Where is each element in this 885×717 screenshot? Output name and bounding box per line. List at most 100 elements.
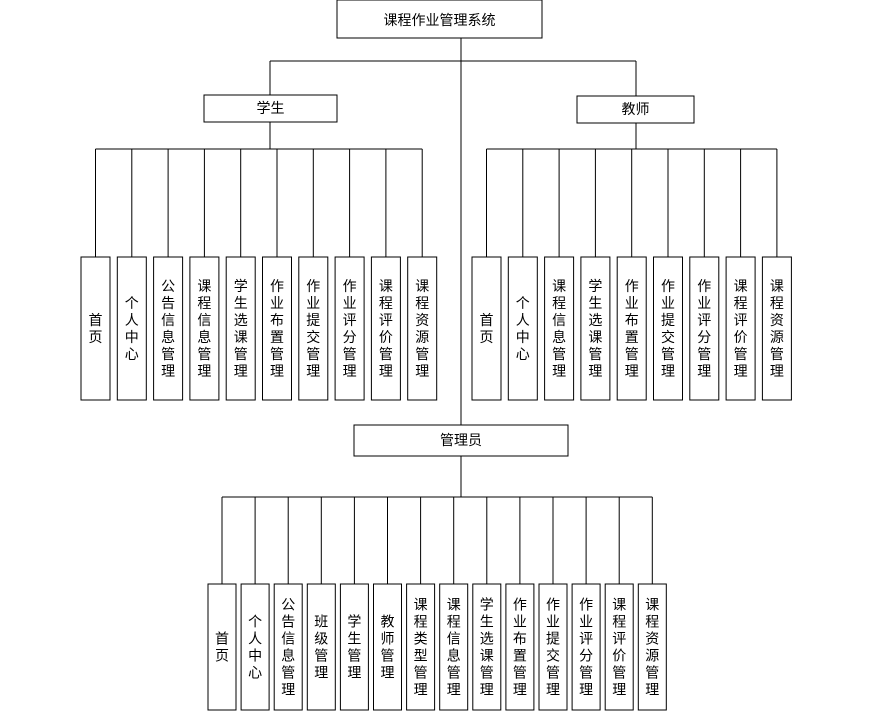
- admin-module-node: 课程信息管理: [439, 583, 469, 711]
- student-module-box: [298, 256, 329, 401]
- teacher-module-label: 作业布置管理: [625, 279, 639, 380]
- admin-module-node: 作业布置管理: [505, 583, 535, 711]
- student-module-node: 首页: [80, 256, 111, 401]
- student-module-box: [262, 256, 292, 401]
- student-module-label: 课程信息管理: [197, 279, 211, 380]
- admin-module-label: 学生选课管理: [480, 598, 494, 699]
- student-module-box: [153, 256, 184, 401]
- student-module-box: [189, 256, 220, 401]
- admin-module-box: [273, 583, 303, 711]
- teacher-module-node: 作业评分管理: [689, 256, 720, 401]
- teacher-module-box: [653, 256, 683, 401]
- student-module-node: 作业布置管理: [262, 256, 292, 401]
- role-node-teacher: 教师: [576, 95, 695, 124]
- teacher-module-box: [761, 256, 792, 401]
- student-module-label: 作业布置管理: [270, 279, 284, 380]
- admin-module-label: 公告信息管理: [281, 598, 295, 699]
- student-module-label: 作业评分管理: [343, 279, 357, 380]
- student-module-box: [370, 256, 401, 401]
- admin-module-node: 作业提交管理: [538, 583, 568, 711]
- teacher-module-label: 学生选课管理: [588, 279, 602, 380]
- teacher-module-node: 课程评价管理: [725, 256, 756, 401]
- teacher-module-node: 个人中心: [507, 256, 538, 401]
- student-module-box: [116, 256, 147, 401]
- teacher-module-label: 首页: [480, 313, 494, 346]
- student-module-label: 公告信息管理: [161, 279, 175, 380]
- teacher-module-label: 课程评价管理: [734, 279, 748, 380]
- admin-module-node: 课程评价管理: [604, 583, 634, 711]
- admin-module-node: 教师管理: [373, 583, 402, 711]
- admin-module-box: [538, 583, 568, 711]
- student-module-box: [407, 256, 438, 401]
- admin-module-box: [207, 583, 237, 711]
- admin-module-box: [637, 583, 667, 711]
- admin-module-node: 班级管理: [306, 583, 336, 711]
- student-module-label: 学生选课管理: [234, 279, 248, 380]
- teacher-module-label: 作业评分管理: [697, 279, 711, 380]
- student-module-label: 个人中心: [125, 296, 139, 363]
- admin-module-node: 首页: [207, 583, 237, 711]
- admin-module-node: 作业评分管理: [571, 583, 601, 711]
- student-module-node: 课程评价管理: [370, 256, 401, 401]
- admin-module-box: [505, 583, 535, 711]
- admin-module-label: 课程信息管理: [447, 598, 461, 699]
- teacher-module-box: [725, 256, 756, 401]
- student-module-node: 公告信息管理: [153, 256, 184, 401]
- teacher-module-box: [471, 256, 502, 401]
- admin-module-node: 个人中心: [240, 583, 270, 711]
- student-module-node: 学生选课管理: [225, 256, 256, 401]
- admin-module-box: [240, 583, 270, 711]
- student-module-box: [334, 256, 365, 401]
- teacher-module-node: 作业布置管理: [616, 256, 647, 401]
- admin-module-label: 课程类型管理: [414, 598, 428, 699]
- teacher-module-label: 课程信息管理: [552, 279, 566, 380]
- role-label-student: 学生: [257, 101, 285, 117]
- admin-module-label: 课程资源管理: [645, 598, 659, 699]
- role-label-admin: 管理员: [440, 433, 482, 449]
- student-module-node: 作业评分管理: [334, 256, 365, 401]
- module-nodes: 首页个人中心公告信息管理课程信息管理学生选课管理作业布置管理作业提交管理作业评分…: [80, 256, 792, 711]
- role-node-student: 学生: [203, 94, 338, 123]
- teacher-module-box: [689, 256, 720, 401]
- teacher-module-node: 课程信息管理: [544, 256, 575, 401]
- role-label-teacher: 教师: [622, 102, 650, 118]
- teacher-module-label: 作业提交管理: [661, 279, 675, 380]
- admin-module-box: [373, 583, 402, 711]
- student-module-node: 作业提交管理: [298, 256, 329, 401]
- student-module-box: [80, 256, 111, 401]
- teacher-module-node: 作业提交管理: [653, 256, 683, 401]
- teacher-module-label: 个人中心: [516, 296, 530, 363]
- admin-module-label: 课程评价管理: [612, 598, 626, 699]
- role-node-admin: 管理员: [353, 424, 569, 457]
- teacher-module-label: 课程资源管理: [770, 279, 784, 380]
- admin-module-box: [406, 583, 436, 711]
- admin-module-label: 作业评分管理: [579, 598, 593, 699]
- teacher-module-box: [580, 256, 611, 401]
- admin-module-box: [306, 583, 336, 711]
- admin-module-label: 作业提交管理: [546, 598, 560, 699]
- student-module-node: 课程资源管理: [407, 256, 438, 401]
- admin-module-node: 课程类型管理: [406, 583, 436, 711]
- admin-module-node: 公告信息管理: [273, 583, 303, 711]
- student-module-label: 课程资源管理: [415, 279, 429, 380]
- teacher-module-node: 学生选课管理: [580, 256, 611, 401]
- admin-module-node: 学生管理: [339, 583, 369, 711]
- student-module-label: 课程评价管理: [379, 279, 393, 380]
- admin-module-label: 首页: [215, 632, 229, 665]
- root-node: 课程作业管理系统: [336, 0, 543, 39]
- connector-lines: [95, 38, 778, 584]
- admin-module-label: 个人中心: [248, 615, 262, 682]
- admin-module-box: [339, 583, 369, 711]
- student-module-label: 作业提交管理: [306, 279, 320, 380]
- root-title: 课程作业管理系统: [384, 13, 496, 29]
- admin-module-label: 作业布置管理: [513, 598, 527, 699]
- teacher-module-box: [507, 256, 538, 401]
- admin-module-label: 学生管理: [347, 615, 361, 682]
- student-module-box: [225, 256, 256, 401]
- admin-module-node: 学生选课管理: [472, 583, 502, 711]
- admin-module-label: 教师管理: [381, 615, 395, 682]
- admin-module-box: [472, 583, 502, 711]
- student-module-node: 个人中心: [116, 256, 147, 401]
- teacher-module-box: [616, 256, 647, 401]
